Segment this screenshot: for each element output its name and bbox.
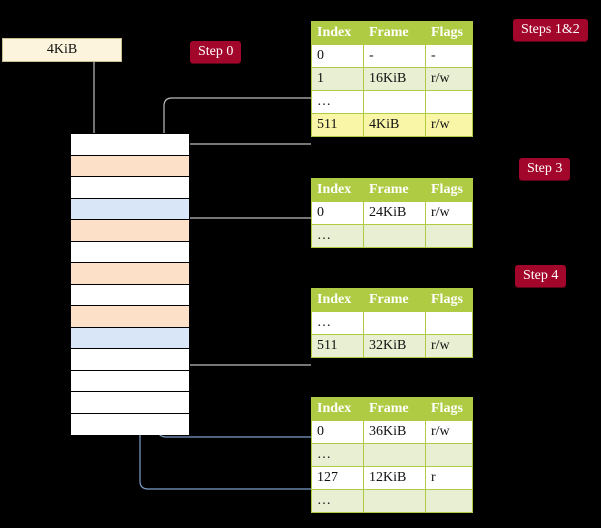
memory-frame-row [71, 370, 189, 392]
cell-frame [363, 311, 426, 335]
memory-frame-row [71, 413, 189, 435]
column-header-frame: Frame [363, 21, 426, 45]
column-header-frame: Frame [363, 397, 426, 421]
cell-index: 1 [311, 67, 364, 91]
memory-frame-row [71, 220, 189, 242]
cell-frame: 36KiB [363, 420, 426, 444]
cell-frame: 12KiB [363, 466, 426, 490]
memory-frame-row [71, 392, 189, 414]
cell-index: … [311, 90, 364, 114]
memory-frame-row [71, 306, 189, 328]
cell-index: … [311, 489, 364, 513]
cell-flags [425, 311, 473, 335]
wire-l2-24kib [177, 217, 311, 269]
cell-frame: 24KiB [363, 201, 426, 225]
cell-frame: 16KiB [363, 67, 426, 91]
wire-l1-4kib [171, 143, 311, 182]
column-header-index: Index [311, 178, 364, 202]
cell-index: … [311, 224, 364, 248]
wire-l3-32kib [176, 307, 311, 366]
cell-frame: 32KiB [363, 334, 426, 358]
cell-index: … [311, 443, 364, 467]
column-header-frame: Frame [363, 288, 426, 312]
cell-flags [425, 224, 473, 248]
page-table-row: … [311, 90, 473, 114]
page-table-row: … [311, 489, 473, 513]
cell-frame [363, 443, 426, 467]
cell-flags: r/w [425, 67, 473, 91]
cell-frame: - [363, 44, 426, 68]
page-table-row: … [311, 311, 473, 335]
cell-index: … [311, 311, 364, 335]
cell-flags: r [425, 466, 473, 490]
badge-step-4: Step 4 [515, 265, 567, 287]
cell-frame [363, 489, 426, 513]
memory-frame-row [71, 327, 189, 349]
memory-frame-row [71, 177, 189, 199]
cell-flags: r/w [425, 113, 473, 137]
cell-index: 511 [311, 113, 364, 137]
page-table-row: … [311, 443, 473, 467]
memory-frame-row [71, 241, 189, 263]
cell-flags [425, 443, 473, 467]
column-header-index: Index [311, 21, 364, 45]
cell-frame [363, 90, 426, 114]
badge-step-3: Step 3 [519, 158, 571, 180]
column-header-flags: Flags [425, 288, 473, 312]
memory-frame-row [71, 198, 189, 220]
cell-flags [425, 90, 473, 114]
memory-frame-row [71, 284, 189, 306]
cell-index: 0 [311, 44, 364, 68]
column-header-index: Index [311, 288, 364, 312]
cell-index: 127 [311, 466, 364, 490]
column-header-frame: Frame [363, 178, 426, 202]
memory-frame-row [71, 155, 189, 177]
column-header-index: Index [311, 397, 364, 421]
page-table-row: … [311, 224, 473, 248]
cell-flags: r/w [425, 334, 473, 358]
cell-index: 0 [311, 201, 364, 225]
column-header-flags: Flags [425, 397, 473, 421]
cell-index: 0 [311, 420, 364, 444]
cell-frame: 4KiB [363, 113, 426, 137]
memory-frame-row [71, 349, 189, 371]
badge-steps-1-2: Steps 1&2 [513, 19, 588, 41]
page-table-row: 0-- [311, 44, 473, 68]
physical-memory-grid [70, 133, 190, 435]
cell-index: 511 [311, 334, 364, 358]
cell-flags [425, 489, 473, 513]
cell-flags: r/w [425, 420, 473, 444]
column-header-flags: Flags [425, 21, 473, 45]
cell-frame [363, 224, 426, 248]
virtual-page-label: 4KiB [46, 42, 78, 57]
memory-frame-row [71, 263, 189, 285]
column-header-flags: Flags [425, 178, 473, 202]
memory-frame-row [71, 134, 189, 156]
cell-flags: r/w [425, 201, 473, 225]
badge-step-0: Step 0 [190, 41, 242, 63]
cell-flags: - [425, 44, 473, 68]
virtual-page-box: 4KiB [2, 38, 122, 62]
